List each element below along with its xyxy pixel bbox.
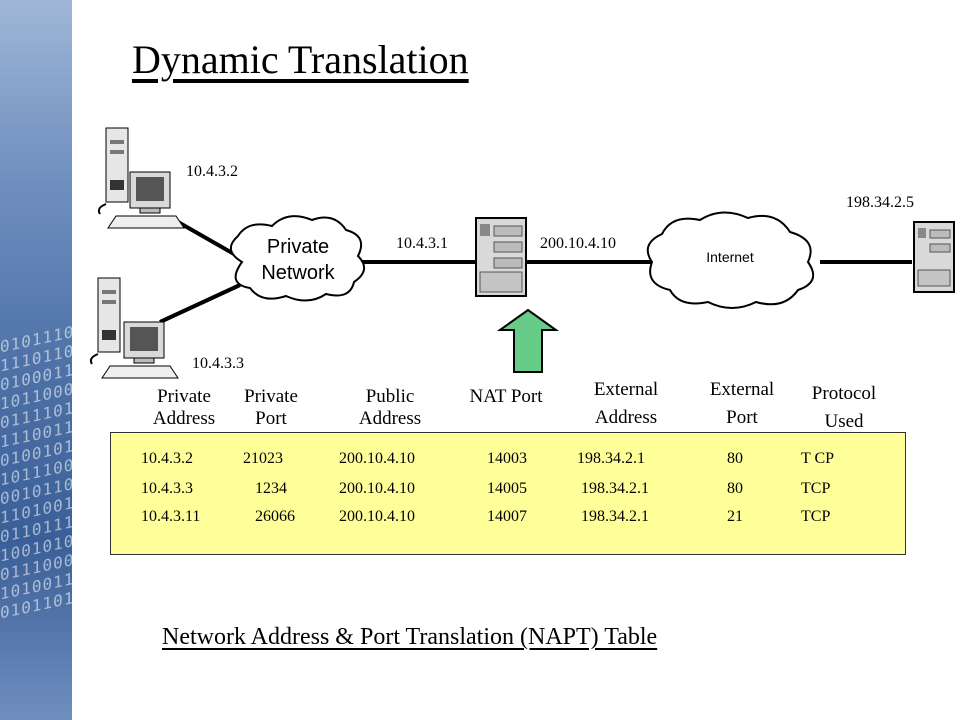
internet-cloud (646, 211, 815, 309)
table-cell: 200.10.4.10 (339, 450, 415, 467)
table-cell: 80 (727, 480, 743, 497)
table-cell: 14005 (487, 480, 527, 497)
host2-ip-label: 10.4.3.3 (192, 355, 244, 372)
nat-inside-ip-label: 10.4.3.1 (396, 235, 448, 252)
nat-port-arrow (496, 308, 560, 373)
table-cell: 200.10.4.10 (339, 508, 415, 525)
table-cell: 80 (727, 450, 743, 467)
column-header-nat-port: NAT Port (469, 386, 543, 407)
table-cell: 21 (727, 508, 743, 525)
page-title: Dynamic Translation (132, 37, 469, 82)
table-cell: 200.10.4.10 (339, 480, 415, 497)
table-cell: TCP (801, 480, 831, 497)
table-cell: TCP (801, 508, 831, 525)
host2-computer-icon (89, 277, 179, 379)
table-cell: 198.34.2.1 (581, 480, 649, 497)
table-cell: 198.34.2.1 (581, 508, 649, 525)
side-decoration-band: 0101110110 1110110001 0100011101 1011000… (0, 0, 72, 720)
table-cell: 26066 (255, 508, 295, 525)
table-cell: 1234 (255, 480, 287, 497)
remote-server-icon (913, 221, 955, 293)
private-network-cloud (230, 215, 365, 302)
internet-label: Internet (706, 249, 754, 265)
table-cell: 198.34.2.1 (577, 450, 645, 467)
host1-ip-label: 10.4.3.2 (186, 163, 238, 180)
napt-table: 10.4.3.2 21023 200.10.4.10 14003 198.34.… (110, 432, 906, 555)
table-cell: 14003 (487, 450, 527, 467)
table-cell: 10.4.3.11 (141, 508, 201, 525)
table-cell: 10.4.3.2 (141, 450, 193, 467)
host1-computer-icon (97, 127, 185, 229)
table-cell: 14007 (487, 508, 527, 525)
table-cell: 10.4.3.3 (141, 480, 193, 497)
link-host2-private-network (159, 283, 241, 324)
nat-server-icon (475, 217, 527, 297)
table-cell: T CP (801, 450, 835, 467)
table-caption: Network Address & Port Translation (NAPT… (162, 624, 658, 650)
table-cell: 21023 (243, 450, 283, 467)
remote-ip-label: 198.34.2.5 (846, 194, 914, 211)
nat-outside-ip-label: 200.10.4.10 (540, 235, 616, 252)
private-network-label: Private Network (261, 236, 335, 284)
